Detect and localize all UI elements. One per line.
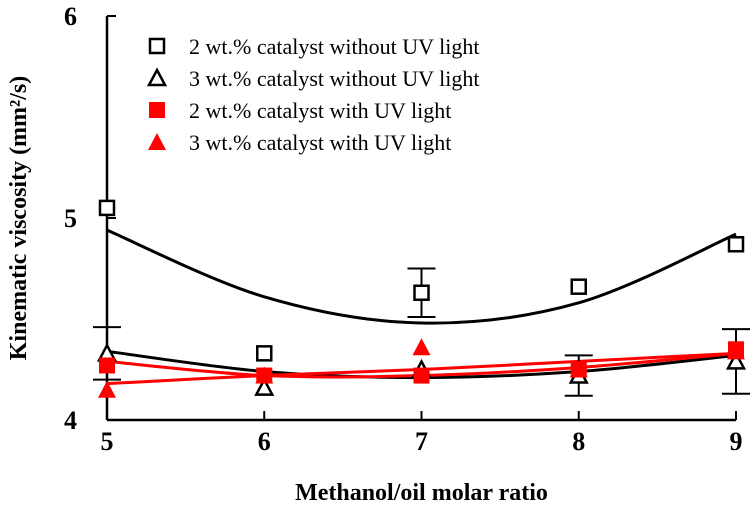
data-point-3 xyxy=(99,357,115,374)
data-point-1 xyxy=(98,199,116,217)
y-axis-label: Kinematic viscosity (mm²/s) xyxy=(6,76,32,360)
x-tick-label: 5 xyxy=(101,427,114,456)
y-tick-label: 5 xyxy=(64,204,77,233)
x-tick-label: 7 xyxy=(415,427,428,456)
legend-label-4: 3 wt.% catalyst with UV light xyxy=(189,130,451,155)
data-point-3 xyxy=(413,367,430,384)
data-point-4 xyxy=(98,380,116,398)
data-point-1 xyxy=(413,284,430,301)
data-point-4 xyxy=(727,342,745,360)
data-point-4 xyxy=(412,338,431,356)
fit-curve-1 xyxy=(106,228,737,325)
data-point-1 xyxy=(727,236,745,253)
y-tick-label: 4 xyxy=(64,406,77,435)
x-axis-label: Methanol/oil molar ratio xyxy=(295,480,548,506)
data-point-1 xyxy=(570,278,587,295)
data-point-4 xyxy=(255,366,274,384)
legend-marker-3 xyxy=(149,102,165,118)
legend: 2 wt.% catalyst without UV light 3 wt.% c… xyxy=(146,34,479,155)
x-tick-label: 6 xyxy=(258,427,271,456)
data-markers xyxy=(96,199,747,398)
y-tick-label: 6 xyxy=(64,2,77,31)
x-tick-label: 9 xyxy=(730,427,743,456)
data-point-2 xyxy=(725,350,747,370)
data-point-2 xyxy=(254,377,275,396)
legend-marker-1 xyxy=(148,37,166,55)
legend-label-3: 2 wt.% catalyst with UV light xyxy=(189,98,451,123)
legend-marker-4 xyxy=(148,133,166,150)
data-point-1 xyxy=(256,345,273,362)
legend-label-1: 2 wt.% catalyst without UV light xyxy=(189,34,479,59)
legend-label-2: 3 wt.% catalyst without UV light xyxy=(189,66,479,91)
legend-marker-2 xyxy=(146,67,168,87)
x-tick-label: 8 xyxy=(572,427,585,456)
data-point-4 xyxy=(569,360,588,378)
